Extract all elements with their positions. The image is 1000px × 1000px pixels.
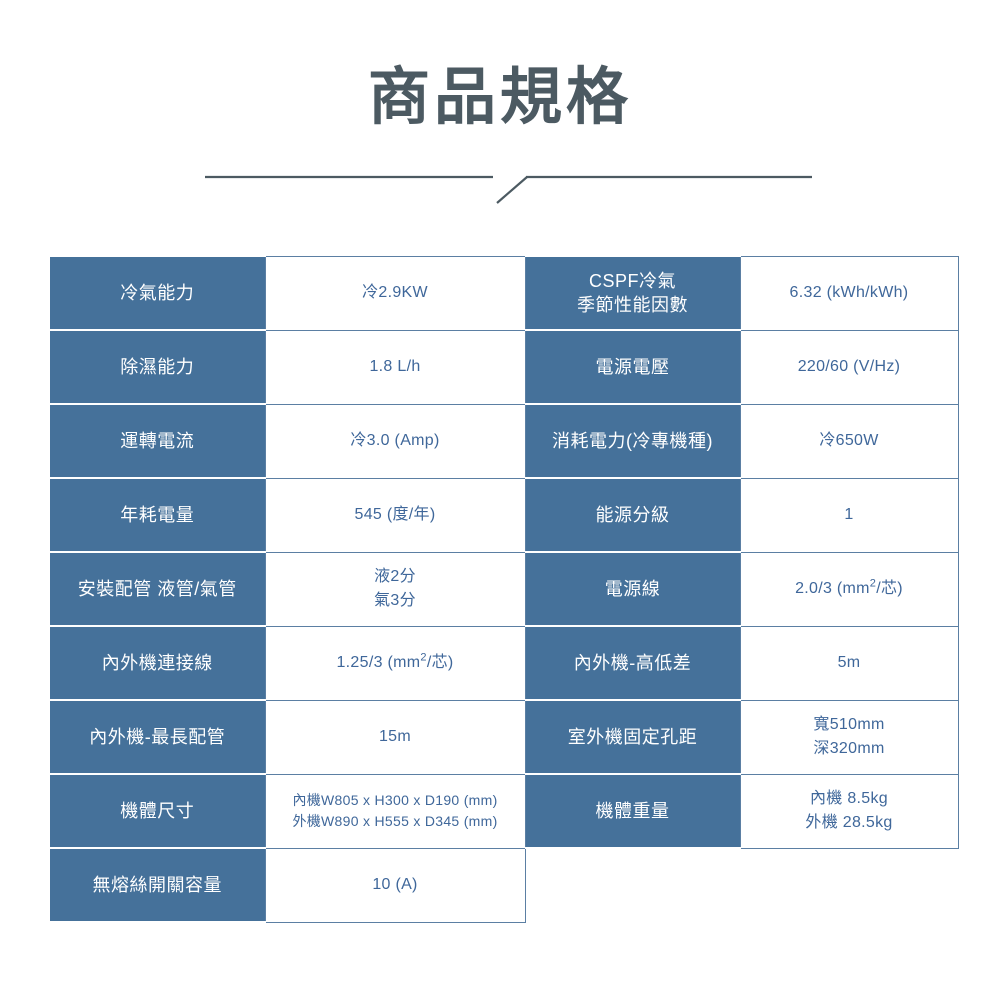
table-row: 安裝配管 液管/氣管 液2分 氣3分 電源線 2.0/3 (mm2/芯) <box>50 551 959 627</box>
spec-label: 除濕能力 <box>50 329 265 405</box>
spec-value-suffix: /芯) <box>426 654 454 671</box>
spec-label: 機體重量 <box>525 773 740 849</box>
spec-value-line: 外機W890 x H555 x D345 (mm) <box>292 813 498 829</box>
spec-label: 電源線 <box>525 551 740 627</box>
table-row: 機體尺寸 內機W805 x H300 x D190 (mm) 外機W890 x … <box>50 773 959 849</box>
spec-value: 冷3.0 (Amp) <box>264 403 526 479</box>
spec-label: 冷氣能力 <box>50 255 265 331</box>
spec-value-line: 氣3分 <box>374 592 416 609</box>
divider-svg <box>205 175 812 204</box>
spec-value: 6.32 (kWh/kWh) <box>739 255 959 331</box>
spec-label-line: 季節性能因數 <box>577 295 688 315</box>
spec-value: 1.8 L/h <box>264 329 526 405</box>
spec-label: 內外機-高低差 <box>525 625 740 701</box>
spec-value-superscript: 2 <box>869 577 877 590</box>
spec-label: 安裝配管 液管/氣管 <box>50 551 265 627</box>
spec-label: CSPF冷氣 季節性能因數 <box>525 255 740 331</box>
empty-cell <box>525 848 740 922</box>
table-row: 年耗電量 545 (度/年) 能源分級 1 <box>50 477 959 553</box>
spec-value-suffix: /芯) <box>876 580 903 597</box>
spec-value: 寬510mm 深320mm <box>739 699 959 775</box>
spec-value: 冷650W <box>739 403 959 479</box>
spec-label: 能源分級 <box>525 477 740 553</box>
table-row: 無熔絲開關容量 10 (A) <box>50 847 958 923</box>
spec-label: 內外機-最長配管 <box>50 699 265 775</box>
table-row: 運轉電流 冷3.0 (Amp) 消耗電力(冷專機種) 冷650W <box>50 403 959 479</box>
spec-value: 10 (A) <box>264 847 526 923</box>
table-row: 除濕能力 1.8 L/h 電源電壓 220/60 (V/Hz) <box>50 329 959 405</box>
spec-value-line: 內機W805 x H300 x D190 (mm) <box>292 792 498 808</box>
title-block: 商品規格 <box>0 66 1000 129</box>
spec-value-line: 外機 28.5kg <box>805 814 893 831</box>
spec-value-line: 深320mm <box>813 740 885 757</box>
spec-value: 220/60 (V/Hz) <box>739 329 959 405</box>
page-title: 商品規格 <box>367 63 632 132</box>
table-row: 內外機連接線 1.25/3 (mm2/芯) 內外機-高低差 5m <box>50 625 959 701</box>
spec-value: 1 <box>739 477 959 553</box>
spec-label: 無熔絲開關容量 <box>50 847 265 923</box>
divider-diagonal-line <box>496 176 528 204</box>
spec-value-line: 液2分 <box>374 568 416 585</box>
spec-value: 1.25/3 (mm2/芯) <box>264 625 526 701</box>
spec-value-superscript: 2 <box>420 651 427 664</box>
spec-value: 冷2.9KW <box>264 255 526 331</box>
spec-value: 15m <box>264 699 526 775</box>
spec-value: 液2分 氣3分 <box>264 551 526 627</box>
spec-value: 545 (度/年) <box>264 477 526 553</box>
spec-label: 消耗電力(冷專機種) <box>525 403 740 479</box>
table-row: 冷氣能力 冷2.9KW CSPF冷氣 季節性能因數 6.32 (kWh/kWh) <box>50 255 959 331</box>
spec-value-line: 內機 8.5kg <box>810 790 888 807</box>
spec-label: 機體尺寸 <box>50 773 265 849</box>
spec-value-line: 寬510mm <box>813 716 885 733</box>
decorative-divider <box>0 168 1000 208</box>
spec-label: 室外機固定孔距 <box>525 699 740 775</box>
spec-label-line: CSPF冷氣 <box>588 270 676 291</box>
spec-value: 5m <box>739 625 959 701</box>
spec-value: 內機W805 x H300 x D190 (mm) 外機W890 x H555 … <box>264 773 526 849</box>
spec-label: 電源電壓 <box>525 329 740 405</box>
empty-cell <box>740 848 958 922</box>
spec-value: 內機 8.5kg 外機 28.5kg <box>739 773 959 849</box>
spec-value-prefix: 2.0/3 (mm <box>795 580 870 597</box>
spec-value: 2.0/3 (mm2/芯) <box>739 551 959 627</box>
spec-value-prefix: 1.25/3 (mm <box>336 654 421 671</box>
specification-table: 冷氣能力 冷2.9KW CSPF冷氣 季節性能因數 6.32 (kWh/kWh)… <box>50 255 959 923</box>
table-row: 內外機-最長配管 15m 室外機固定孔距 寬510mm 深320mm <box>50 699 959 775</box>
spec-label: 內外機連接線 <box>50 625 265 701</box>
spec-label: 運轉電流 <box>50 403 265 479</box>
spec-label: 年耗電量 <box>50 477 265 553</box>
